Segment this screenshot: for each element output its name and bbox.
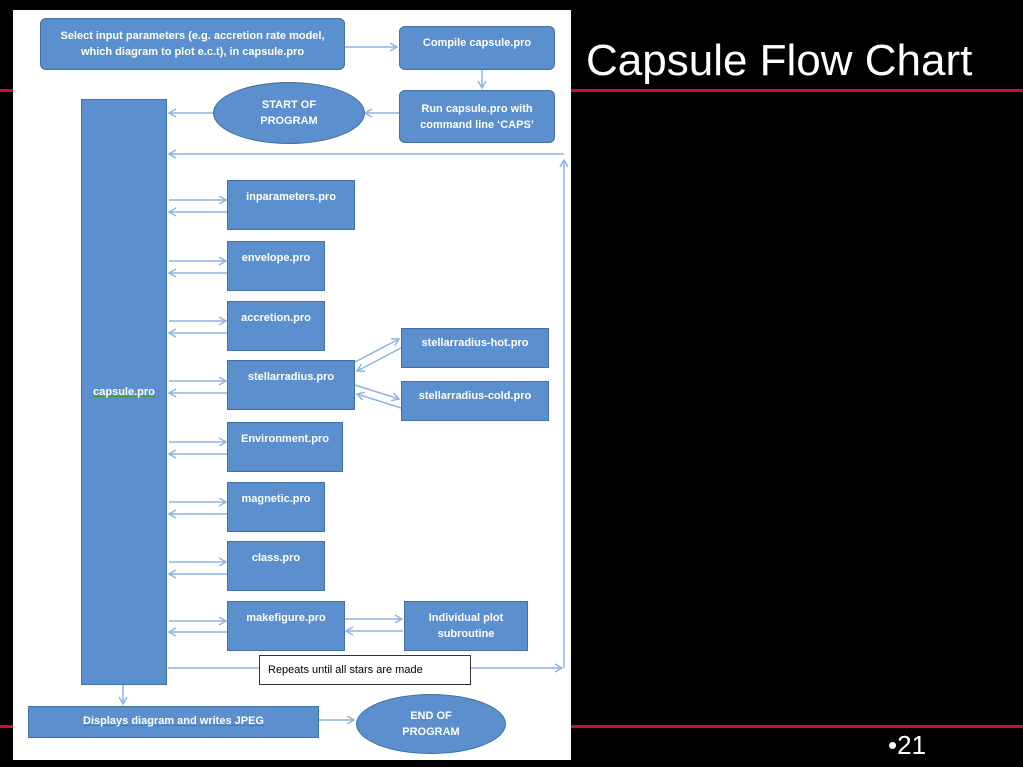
node-environment-pro: Environment.pro — [227, 422, 343, 472]
node-accretion-pro: accretion.pro — [227, 301, 325, 351]
node-individual-plot-subroutine: Individual plot subroutine — [404, 601, 528, 651]
node-magnetic-pro: magnetic.pro — [227, 482, 325, 532]
node-select-input-parameters: Select input parameters (e.g. accretion … — [40, 18, 345, 70]
node-compile-capsule: Compile capsule.pro — [399, 26, 555, 70]
node-makefigure-pro: makefigure.pro — [227, 601, 345, 651]
node-inparameters-pro: inparameters.pro — [227, 180, 355, 230]
flowchart-panel: Select input parameters (e.g. accretion … — [13, 10, 571, 760]
node-start-of-program: START OF PROGRAM — [213, 82, 365, 144]
node-class-pro: class.pro — [227, 541, 325, 591]
node-run-capsule: Run capsule.pro with command line ‘CAPS’ — [399, 90, 555, 143]
node-end-of-program: END OF PROGRAM — [356, 694, 506, 754]
slide-number: •21 — [888, 730, 927, 760]
node-envelope-pro: envelope.pro — [227, 241, 325, 291]
slide-title: Capsule Flow Chart — [586, 36, 973, 85]
node-stellarradius-cold-pro: stellarradius-cold.pro — [401, 381, 549, 421]
repeat-note: Repeats until all stars are made — [259, 655, 471, 685]
node-stellarradius-pro: stellarradius.pro — [227, 360, 355, 410]
node-stellarradius-hot-pro: stellarradius-hot.pro — [401, 328, 549, 368]
node-capsule-pro: capsule.pro — [81, 99, 167, 685]
flowchart-connectors — [118, 42, 569, 725]
node-displays-diagram: Displays diagram and writes JPEG — [28, 706, 319, 738]
